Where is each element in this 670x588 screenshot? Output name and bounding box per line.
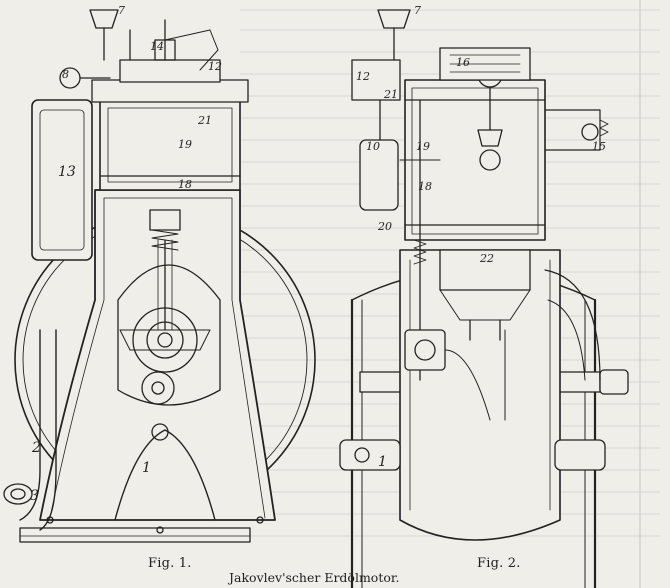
fig2-part-numbers: 7 16 12 21 10 19 15 18 20 22 1 [356, 4, 606, 470]
part-number: 7 [118, 4, 125, 17]
figure-caption: Jakovlev'scher Erdölmotor. [229, 570, 400, 585]
part-number: 2 [31, 440, 41, 456]
fig1-part-numbers: 7 14 8 21 12 19 13 18 2 1 3 [30, 4, 222, 504]
part-number: 22 [479, 252, 494, 265]
part-number: 8 [62, 68, 69, 81]
part-number: 16 [456, 56, 470, 69]
part-number: 10 [366, 140, 380, 153]
part-number: 21 [197, 114, 212, 127]
part-number: 20 [377, 220, 392, 233]
fig2-engine [339, 9, 629, 588]
part-number: 7 [414, 4, 421, 17]
figure-1-label: Fig. 1. [148, 556, 192, 571]
part-number: 12 [356, 70, 370, 83]
part-number: 19 [416, 140, 430, 153]
part-number: 3 [30, 488, 39, 504]
part-number: 19 [178, 138, 192, 151]
part-number: 1 [142, 460, 151, 476]
part-number: 14 [150, 40, 164, 53]
part-number: 12 [208, 60, 222, 73]
part-number: 18 [178, 178, 192, 191]
figure-2-label: Fig. 2. [477, 556, 521, 571]
part-number: 15 [592, 140, 606, 153]
fig1-engine [3, 9, 316, 543]
part-number: 1 [378, 454, 387, 470]
part-number: 18 [418, 180, 432, 193]
part-number: 21 [383, 88, 398, 101]
part-number: 13 [58, 164, 76, 180]
